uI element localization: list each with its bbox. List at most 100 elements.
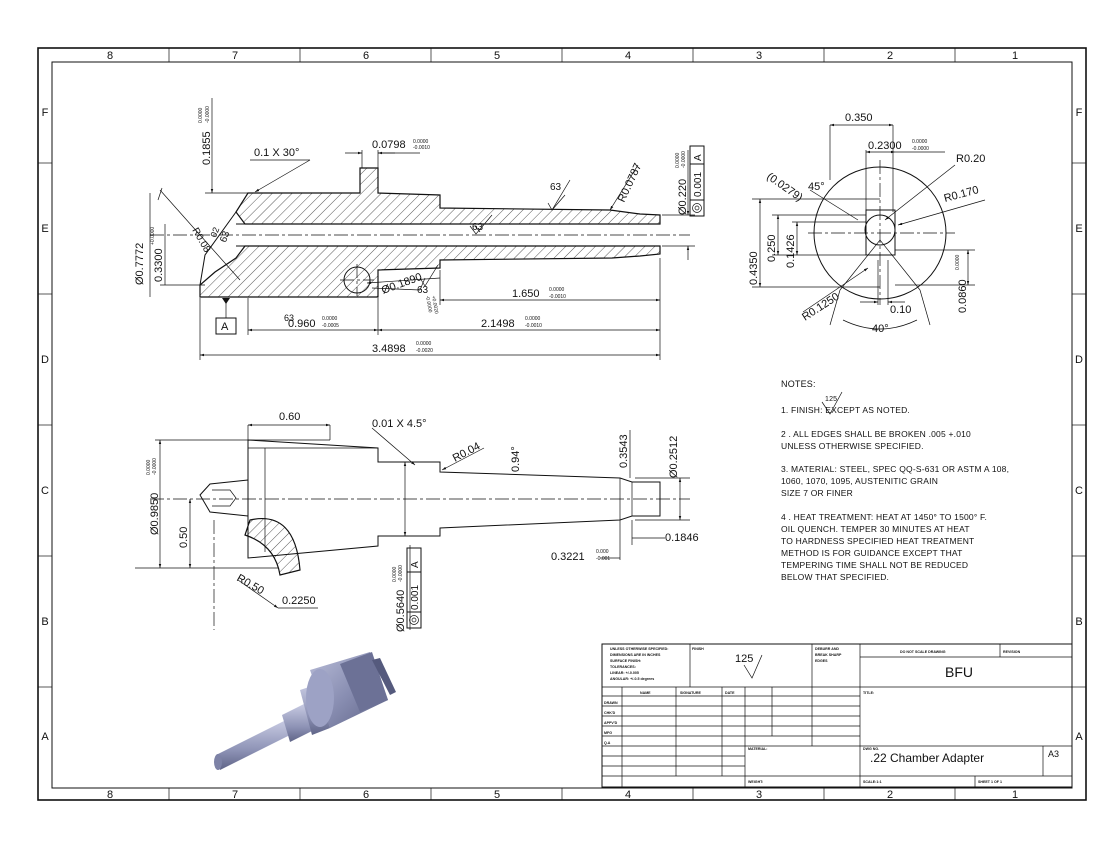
dim-r0-04: R0.04 <box>451 440 483 464</box>
tb-material-label: MATERIAL: <box>748 747 768 751</box>
tb-tol-text: SURFACE FINISH: <box>610 659 641 663</box>
dim-0-2300-tol: -0.0000 <box>912 146 929 152</box>
dim-0-1855-tol: 0.0000 <box>198 107 204 123</box>
row-label-left: F <box>42 107 49 119</box>
col-label-top: 4 <box>625 50 631 62</box>
dim-r0-08: R0.08 <box>189 226 212 255</box>
tb-deburr: DEBURR AND <box>815 647 839 651</box>
sheet-border: 8 7 6 5 4 3 2 1 8 7 6 5 4 3 2 1 F E D C … <box>37 47 1087 801</box>
note-line: 1060, 1070, 1095, AUSTENITIC GRAIN <box>781 476 938 486</box>
note-line: BELOW THAT SPECIFIED. <box>781 572 889 582</box>
tb-name-header: NAME <box>640 691 651 695</box>
dim-dia-0-7772: Ø0.7772 <box>134 243 146 285</box>
note-line: TO HARDNESS SPECIFIED HEAT TREATMENT <box>781 536 974 546</box>
row-label-left: E <box>41 223 48 235</box>
dim-1-650-tol: 0.0000 <box>549 287 565 293</box>
tb-tol-text: DIMENSIONS ARE IN INCHES <box>610 653 661 657</box>
dim-0-960-tol: 0.0000 <box>322 316 338 322</box>
tb-finish-header: FINISH <box>692 647 704 651</box>
finish-63-small: 63 <box>284 313 294 323</box>
tb-row-label: CHK'D <box>604 711 616 715</box>
dim-dia-0-5640-tol: -0.0000 <box>398 565 404 582</box>
note-line: 4 . HEAT TREATMENT: HEAT AT 1450° TO 150… <box>781 512 987 522</box>
col-label-bottom: 6 <box>363 789 369 801</box>
title-block: UNLESS OTHERWISE SPECIFIED: DIMENSIONS A… <box>601 643 1073 788</box>
section-view: A 0.1855 0.0000 -0.0000 0.1 X 30° 0.0798… <box>134 98 705 360</box>
dim-0-4350: 0.4350 <box>748 251 760 285</box>
dim-0-2300-tol: 0.0000 <box>912 139 928 145</box>
tb-company: BFU <box>945 664 973 680</box>
tb-scale-label: SCALE:1:1 <box>863 780 882 784</box>
tb-deburr: BREAK SHARP <box>815 653 842 657</box>
dim-02: 02 <box>208 226 221 239</box>
dim-0-60: 0.60 <box>279 411 300 423</box>
dim-dia-0-5640: Ø0.5640 <box>395 590 407 632</box>
tb-tol-text: TOLERANCES: <box>610 665 636 669</box>
note-line: UNLESS OTHERWISE SPECIFIED. <box>781 441 924 451</box>
row-label-right: D <box>1075 354 1083 366</box>
row-label-right: A <box>1075 731 1083 743</box>
finish-63: 63 <box>218 229 232 244</box>
finish-63: 63 <box>550 182 562 193</box>
note-line: OIL QUENCH. TEMPER 30 MINUTES AT HEAT <box>781 524 970 534</box>
row-label-right: E <box>1075 223 1082 235</box>
datum-label-a: A <box>221 321 229 333</box>
dim-0-1846: 0.1846 <box>665 532 699 544</box>
fcf-value: 0.001 <box>410 585 421 610</box>
col-label-top: 2 <box>887 50 893 62</box>
dim-0-2250: 0.2250 <box>282 595 316 607</box>
dim-dia-0-1890-tol: +0.0020 <box>430 295 439 314</box>
tb-row-label: APPV'D <box>604 721 618 725</box>
dim-2-1498-tol: 0.0000 <box>525 316 541 322</box>
note-line: 3. MATERIAL: STEEL, SPEC QQ-S-631 OR AST… <box>781 464 1009 474</box>
col-label-bottom: 2 <box>887 789 893 801</box>
dim-dia-0-9850-tol: 0.0000 <box>146 459 152 475</box>
dim-dia-0-5640-tol: 0.0000 <box>392 566 398 582</box>
dim-dia-0-220-tol: -0.0000 <box>681 151 687 168</box>
row-label-left: A <box>41 731 49 743</box>
dim-1-650: 1.650 <box>512 288 540 300</box>
col-label-bottom: 7 <box>232 789 238 801</box>
dim-r0-20: R0.20 <box>956 153 985 165</box>
row-label-right: B <box>1075 616 1082 628</box>
side-view: 0.60 0.01 X 4.5° R0.04 0.94° 0.3543 Ø0.2… <box>135 411 699 632</box>
tb-dwg-no-label: DWG NO. <box>863 747 879 751</box>
dim-1-650-tol: -0.0010 <box>549 294 566 300</box>
dim-0-3221-tol: 0.000 <box>596 549 609 555</box>
tb-tol-text: LINEAR: +/-0.005 <box>610 671 639 675</box>
dim-r0-50: R0.50 <box>235 572 266 597</box>
notes-block: NOTES: 125 1. FINISH: EXCEPT AS NOTED. 2… <box>781 379 1009 582</box>
dim-r0-0787: R0.0787 <box>616 161 644 204</box>
dim-0-0798: 0.0798 <box>372 139 406 151</box>
dim-0-0798-tol: -0.0010 <box>413 145 430 151</box>
tb-revision-label: REVISION <box>1003 650 1021 654</box>
row-label-left: C <box>41 485 49 497</box>
dim-0-0798-tol: 0.0000 <box>413 139 429 145</box>
dim-0-0860: 0.0860 <box>957 279 969 313</box>
dim-0-960-tol: -0.0005 <box>322 323 339 329</box>
col-label-top: 6 <box>363 50 369 62</box>
dim-0-3300: 0.3300 <box>153 248 165 282</box>
tb-sheet-label: SHEET 1 OF 1 <box>978 780 1002 784</box>
col-label-top: 5 <box>494 50 500 62</box>
dim-0-3543: 0.3543 <box>618 434 630 468</box>
fcf-value: 0.001 <box>693 172 704 197</box>
tb-row-label: MFG <box>604 731 612 735</box>
row-label-right: C <box>1075 485 1083 497</box>
dim-3-4898-tol: 0.0000 <box>416 341 432 347</box>
dim-0-350: 0.350 <box>845 112 873 124</box>
dim-dia-0-9850-tol: -0.0000 <box>152 458 158 475</box>
dim-dia-0-220: Ø0.220 <box>677 179 689 215</box>
dim-40-deg: 40° <box>872 323 889 335</box>
dim-45-deg: 45° <box>808 181 825 193</box>
tb-weight-label: WEIGHT: <box>748 780 763 784</box>
finish-63: 63 <box>417 285 429 296</box>
dim-0-3221: 0.3221 <box>551 551 585 563</box>
dim-chamfer-45: 0.01 X 4.5° <box>372 418 427 430</box>
tb-tol-text: UNLESS OTHERWISE SPECIFIED: <box>610 647 668 651</box>
dim-0-2300: 0.2300 <box>868 140 902 152</box>
tb-signature-header: SIGNATURE <box>680 691 702 695</box>
dim-dia-0-220-tol: 0.0000 <box>675 152 681 168</box>
dim-0-1855: 0.1855 <box>201 131 213 165</box>
